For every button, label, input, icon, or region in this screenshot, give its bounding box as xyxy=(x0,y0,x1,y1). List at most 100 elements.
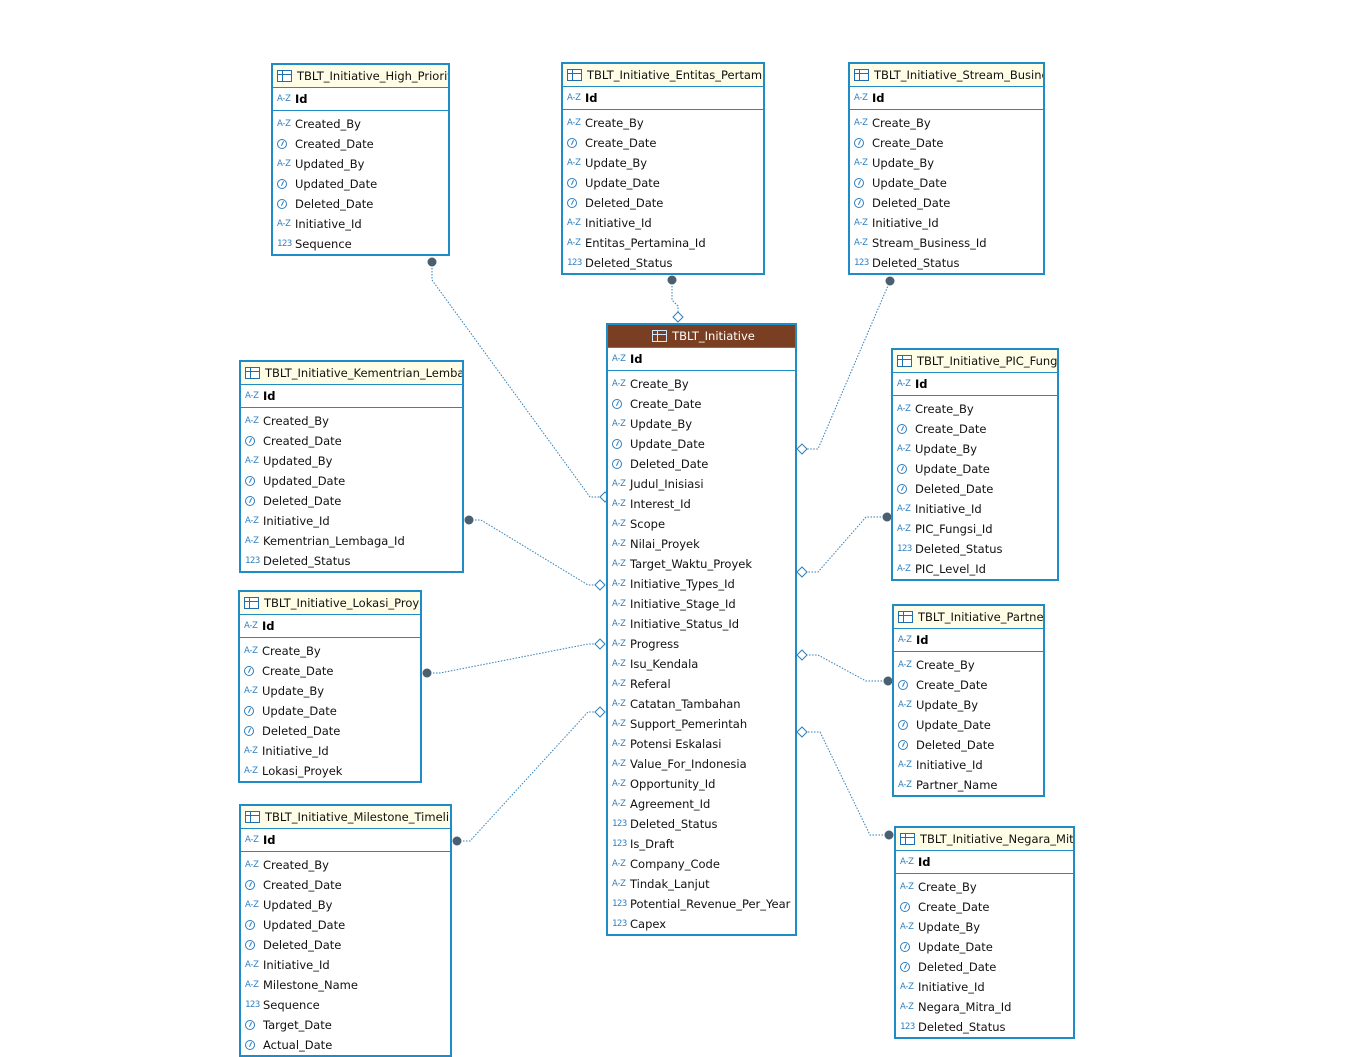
column-row[interactable]: Create_Date xyxy=(850,133,1043,153)
column-row[interactable]: Created_Date xyxy=(241,431,462,451)
table-header[interactable]: TBLT_Initiative_PIC_Fungsi xyxy=(893,350,1057,373)
column-row[interactable]: Update_Date xyxy=(240,701,420,721)
column-row[interactable]: Created_Date xyxy=(241,875,450,895)
column-row[interactable]: Updated_Date xyxy=(273,174,448,194)
column-row[interactable]: Create_Date xyxy=(896,897,1073,917)
table-header[interactable]: TBLT_Initiative_Lokasi_Proyek xyxy=(240,592,420,615)
column-row[interactable]: Deleted_Date xyxy=(273,194,448,214)
column-row[interactable]: Update_Date xyxy=(850,173,1043,193)
table-header[interactable]: TBLT_Initiative_Milestone_Timeline xyxy=(241,806,450,829)
column-row[interactable]: Create_Date xyxy=(893,419,1057,439)
column-row[interactable]: Updated_Date xyxy=(241,915,450,935)
column-row[interactable]: Created_Date xyxy=(273,134,448,154)
table-header[interactable]: TBLT_Initiative_Stream_Business xyxy=(850,64,1043,87)
column-row[interactable]: Deleted_Date xyxy=(240,721,420,741)
column-row[interactable]: Deleted_Date xyxy=(608,454,795,474)
table-header[interactable]: TBLT_Initiative_Kementrian_Lembaga xyxy=(241,362,462,385)
column-row[interactable]: Deleted_Date xyxy=(563,193,763,213)
table-header[interactable]: TBLT_Initiative_Negara_Mitra xyxy=(896,828,1073,851)
column-row[interactable]: Deleted_Date xyxy=(896,957,1073,977)
column-row[interactable]: Create_Date xyxy=(608,394,795,414)
table-header[interactable]: TBLT_Initiative xyxy=(608,325,795,348)
column-row[interactable]: Deleted_Date xyxy=(241,491,462,511)
column-row[interactable]: Create_Date xyxy=(563,133,763,153)
column-row[interactable]: Create_Date xyxy=(894,675,1043,695)
column-row[interactable]: Update_Date xyxy=(894,715,1043,735)
table-header[interactable]: TBLT_Initiative_Partners xyxy=(894,606,1043,629)
table-header[interactable]: TBLT_Initiative_High_Priority xyxy=(273,65,448,88)
column-row[interactable]: Update_Date xyxy=(893,459,1057,479)
column-row[interactable]: Deleted_Date xyxy=(241,935,450,955)
column-row[interactable]: Create_Date xyxy=(240,661,420,681)
column-row[interactable]: Update_Date xyxy=(896,937,1073,957)
